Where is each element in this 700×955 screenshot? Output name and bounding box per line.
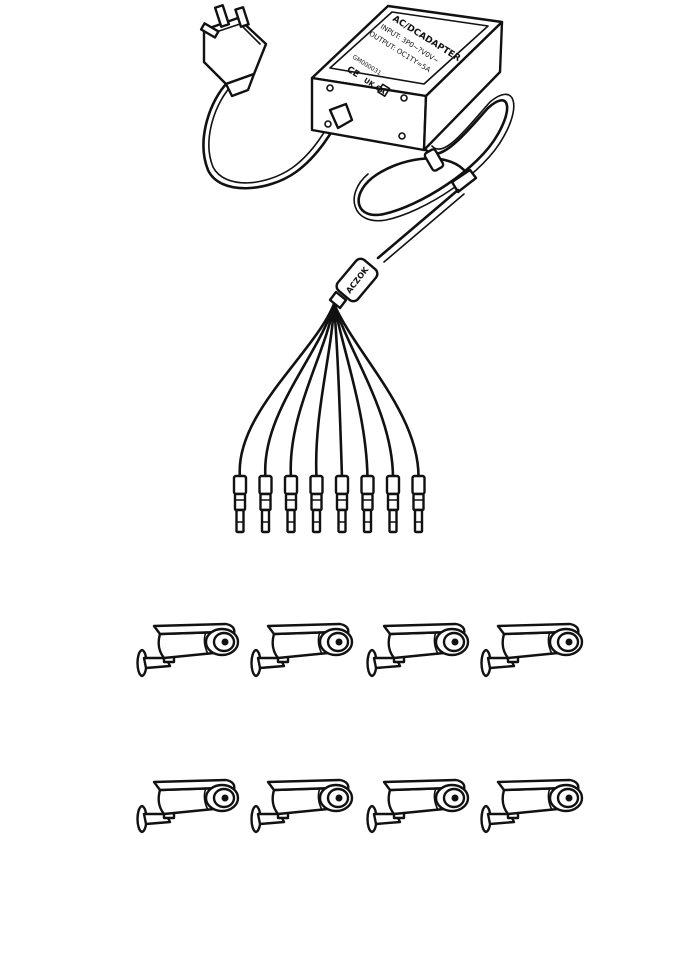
- dc-splitter-icon: ACZOK: [328, 257, 379, 310]
- dc-barrel-plug: [258, 302, 336, 534]
- cctv-camera-icon: [250, 778, 354, 834]
- cctv-camera-icon: [366, 622, 470, 678]
- dc-barrel-plug: [309, 302, 336, 534]
- dc-barrel-plug: [332, 302, 401, 534]
- uk-plug-icon: [199, 4, 344, 190]
- dc-output-cable: [353, 93, 515, 263]
- cctv-camera-icon: [366, 778, 470, 834]
- dc-barrel-plug: [283, 302, 336, 534]
- camera-grid: [136, 622, 584, 834]
- cctv-camera-icon: [480, 778, 584, 834]
- dc-barrel-plug: [332, 302, 350, 534]
- cctv-camera-icon: [480, 622, 584, 678]
- dc-barrel-plug: [232, 302, 336, 534]
- dc-barrel-plug: [332, 302, 375, 534]
- cctv-camera-icon: [136, 622, 240, 678]
- splitter-leads: [232, 302, 426, 534]
- cctv-camera-icon: [136, 778, 240, 834]
- cctv-camera-icon: [250, 622, 354, 678]
- power-adapter-icon: AC/DCADAPTER INPUT: 3P0~?V0V~ OUTPUT: OC…: [310, 4, 504, 152]
- dc-barrel-plug: [332, 302, 426, 534]
